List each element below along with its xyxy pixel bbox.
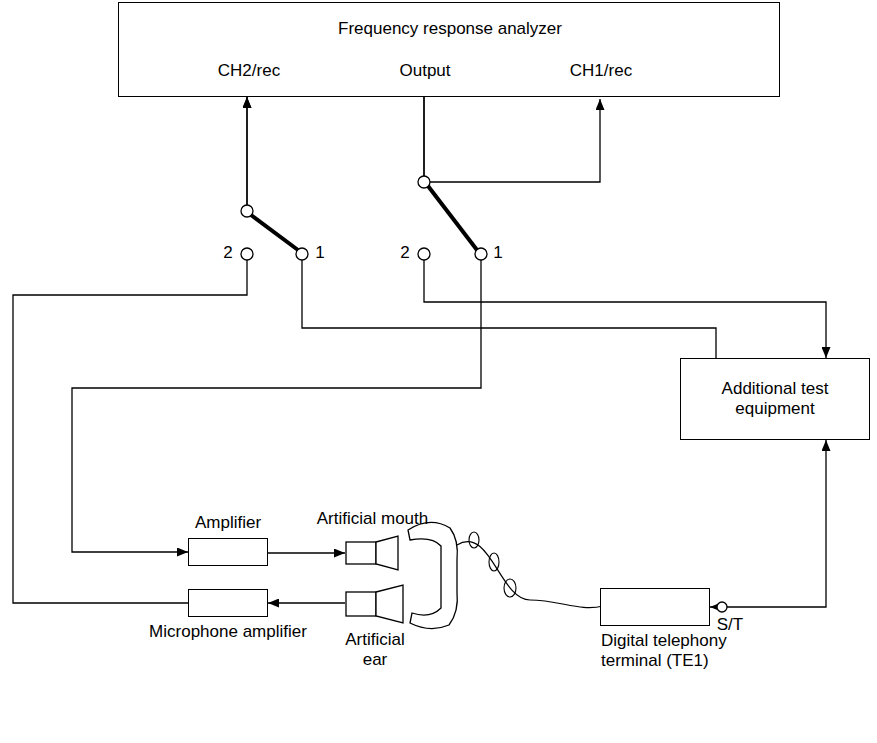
switch-position: 2 xyxy=(399,244,410,261)
mouth-outline xyxy=(345,535,400,571)
switch-pivot xyxy=(241,205,253,217)
switch-contact xyxy=(418,248,430,260)
interface-label: S/T xyxy=(716,616,744,633)
switch-pivot xyxy=(418,176,430,188)
ear-outline xyxy=(345,584,405,624)
terminal-box: Digital telephony terminal (TE1) xyxy=(600,588,710,626)
switch-position: 1 xyxy=(314,244,325,261)
signal-wire xyxy=(72,97,481,552)
s-t-terminal xyxy=(717,602,727,612)
telephone-handset xyxy=(408,522,457,628)
mouth-horn xyxy=(376,536,398,570)
node-title: Microphone amplifier xyxy=(149,622,307,642)
artificial-mouth: Artificial mouth xyxy=(345,535,400,571)
switch-position: 2 xyxy=(222,244,233,261)
signal-wire xyxy=(710,440,826,607)
signal-wire xyxy=(268,552,345,553)
artificial-ear: Artificial ear xyxy=(345,584,405,624)
port-label: Output xyxy=(399,61,450,81)
amplifier-box: Microphone amplifier xyxy=(188,589,268,617)
cord-coil xyxy=(469,532,479,548)
analyzer-box: Frequency response analyzerCH2/rec Output… xyxy=(118,2,780,97)
cord-coil xyxy=(504,579,516,597)
node-title: Additional test equipment xyxy=(710,379,840,420)
node-title: Digital telephony terminal (TE1) xyxy=(601,631,746,672)
port-label: CH1/rec xyxy=(570,61,632,81)
handset-cord xyxy=(457,542,603,608)
signal-wire xyxy=(247,97,716,358)
switch-contact xyxy=(475,248,487,260)
switch-position: 1 xyxy=(492,244,503,261)
ear-coupler xyxy=(376,585,403,623)
switch-contact xyxy=(241,248,253,260)
ear-body xyxy=(346,592,376,616)
port-label: CH2/rec xyxy=(218,61,280,81)
cord-coil xyxy=(489,553,499,571)
monitor-wire xyxy=(430,99,600,182)
node-title: Artificial ear xyxy=(334,630,416,671)
equipment-box: Additional test equipment xyxy=(680,358,870,440)
node-title: Amplifier xyxy=(195,513,261,533)
switch-contact xyxy=(296,248,308,260)
signal-wire xyxy=(268,602,345,603)
amplifier-box: Amplifier xyxy=(188,538,268,566)
mouth-body xyxy=(346,542,376,564)
switch-arm xyxy=(251,215,298,250)
switch-arm xyxy=(428,186,477,250)
node-title: Artificial mouth xyxy=(317,509,428,529)
node-title: Frequency response analyzer xyxy=(338,19,562,39)
signal-wire xyxy=(424,97,826,358)
